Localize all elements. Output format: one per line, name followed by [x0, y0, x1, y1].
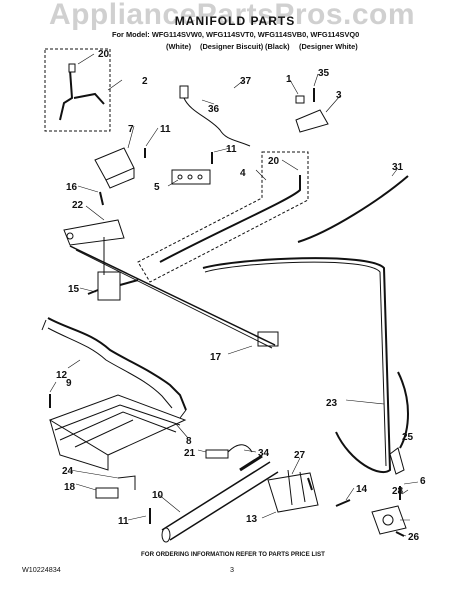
callout-10: 10	[152, 490, 164, 501]
part-2-tube	[59, 69, 105, 121]
callout-7: 7	[128, 124, 134, 135]
ordering-note: FOR ORDERING INFORMATION REFER TO PARTS …	[141, 551, 325, 558]
callout-13: 13	[246, 514, 258, 525]
part-1-nut	[295, 95, 305, 104]
callout-37: 37	[240, 76, 252, 87]
kit-box-right	[137, 151, 309, 283]
callout-12: 12	[56, 370, 68, 381]
part-4-tube	[159, 175, 301, 263]
callout-8: 8	[186, 436, 192, 447]
callout-9: 9	[66, 378, 72, 389]
page-number: 3	[230, 565, 234, 574]
part-22-valve-bracket	[63, 219, 125, 246]
callout-20-right: 20	[268, 156, 280, 167]
callout-15: 15	[68, 284, 80, 295]
callout-34: 34	[258, 448, 270, 459]
kit-box-left	[44, 48, 111, 132]
callout-24: 24	[62, 466, 74, 477]
callout-22: 22	[72, 200, 84, 211]
leader-lines	[49, 53, 419, 537]
callout-16: 16	[66, 182, 78, 193]
part-3-bracket	[295, 109, 329, 133]
callout-25: 25	[402, 432, 414, 443]
callout-18: 18	[64, 482, 76, 493]
part-6-regulator	[371, 505, 407, 535]
callout-27: 27	[294, 450, 306, 461]
part-14-screw	[335, 499, 351, 507]
callout-26: 26	[408, 532, 420, 543]
color-label-designer-white: (Designer White)	[299, 42, 358, 51]
callout-20-left: 20	[98, 49, 110, 60]
manifold-rail	[69, 245, 276, 346]
callout-35: 35	[318, 68, 330, 79]
part-37-sensor	[179, 85, 189, 99]
part-21-ignitor	[205, 449, 229, 459]
callout-2: 2	[142, 76, 148, 87]
part-16-screw	[99, 191, 104, 206]
part-8-shield	[48, 394, 187, 456]
page-title: MANIFOLD PARTS	[174, 14, 296, 28]
part-23-tube	[202, 257, 392, 473]
callout-17: 17	[210, 352, 222, 363]
part-18-block	[95, 487, 119, 499]
document-number: W10224834	[22, 565, 61, 574]
part-24-bracket	[117, 475, 136, 490]
callout-11-a: 11	[160, 124, 171, 135]
part-25-clip	[389, 447, 405, 475]
callout-11-b: 11	[118, 516, 129, 527]
callout-36: 36	[208, 104, 220, 115]
part-10-burner-tube	[161, 461, 279, 541]
part-17-clip	[257, 331, 279, 347]
part-7-bracket	[94, 147, 135, 181]
callout-14: 14	[356, 484, 368, 495]
callout-5: 5	[154, 182, 160, 193]
callout-6: 6	[420, 476, 426, 487]
callout-3: 3	[336, 90, 342, 101]
part-13-mount	[267, 472, 319, 513]
color-label-designer-biscuit: (Designer Biscuit)	[200, 42, 264, 51]
part-12-burner	[47, 317, 187, 411]
part-31-tube	[297, 175, 409, 243]
callout-11-c: 11	[226, 144, 237, 155]
callout-4: 4	[240, 168, 246, 179]
callout-21: 21	[184, 448, 196, 459]
part-34-wire	[227, 444, 253, 453]
model-line: For Model: WFG114SVW0, WFG114SVT0, WFG11…	[112, 30, 360, 39]
part-27-screw	[307, 477, 313, 491]
callout-28: 28	[392, 486, 404, 497]
callout-31: 31	[392, 162, 404, 173]
part-36-wire	[183, 97, 251, 147]
color-label-white: (White)	[166, 42, 192, 51]
callout-23: 23	[326, 398, 338, 409]
color-label-black: (Black)	[265, 42, 290, 51]
callout-1: 1	[286, 74, 292, 85]
part-15-valve	[97, 271, 121, 301]
part-20-fitting	[68, 63, 76, 73]
part-5-terminal-block	[171, 169, 211, 185]
